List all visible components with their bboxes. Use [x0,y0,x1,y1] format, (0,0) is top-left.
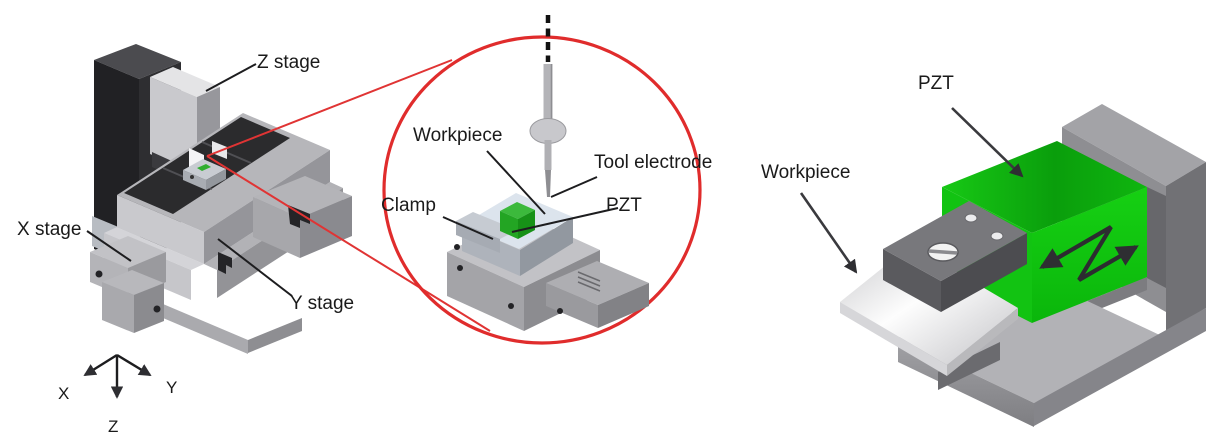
zoom-detail-view [206,15,702,345]
workpiece-leader-line [486,150,546,215]
tool-tip [545,170,551,197]
clamp-plate-side-face [941,233,1027,312]
clamp-leader-line [442,216,494,240]
coordinate-axes [83,353,152,399]
axis-x-label: X [58,384,70,403]
workpiece-detail-label: Workpiece [413,125,503,146]
vibration-arrow [1039,225,1139,282]
clamp-bar-front [456,221,500,253]
workpiece-label-arrow [799,192,858,274]
pzt-top-face [942,141,1147,233]
clamp-plate-top-face [883,201,1027,281]
workpiece-plate-front-edge [840,302,947,376]
fixture-vent-line [577,276,601,287]
fixture-step-front [546,283,598,328]
bracket-recess-right-strip [1147,187,1166,288]
zoom-leader-line-bottom [206,155,491,332]
clamp-small-screw [990,231,1004,241]
x-slab-bracket [218,252,232,274]
fixture-screw-dot [557,308,563,314]
workpiece-plate-side-edge [947,308,1018,376]
fixture-step-top [546,261,649,305]
left-cube-top-face [102,270,164,295]
mini-fixture-side [206,169,226,190]
axis-y-label: Y [166,378,178,397]
plate-support [938,342,1000,390]
fixture-screw-dot [454,244,460,250]
fixture-base-front [447,252,524,331]
zoom-circle [382,35,702,345]
vibration-illustration [799,104,1206,427]
z-column-top-face [150,67,220,97]
pzt-block-top [500,202,535,219]
fixture-step-side [598,283,649,328]
fixture-vent-line [577,271,601,282]
z-column-front-face [150,77,197,174]
mini-fixture-front [183,170,206,190]
clamp-label: Clamp [381,195,436,216]
tool-electrode-leader-line [550,176,598,198]
left-cube-front-face [102,282,134,333]
pedestal-right-face [248,318,302,353]
workpiece-vibration-label: Workpiece [761,162,851,183]
upper-block-side [520,217,573,276]
right-block-top-face [253,176,352,218]
pzt-detail-label: PZT [606,195,642,216]
fixture-screw-dot [508,303,514,309]
clamp-bar-top [456,212,517,239]
right-block-side-face [300,196,352,258]
y-stage-label: Y stage [290,293,355,314]
z-stage-label: Z stage [257,52,321,73]
tool-shaft-upper [543,64,553,124]
axis-x-arrow [83,353,118,377]
axis-y-arrow [116,353,152,377]
table-front-left-face [117,195,204,264]
tool-collar [529,118,567,144]
pzt-block-side [518,210,535,239]
mini-fixture-dot [190,175,194,179]
clamp-plate-front-face [883,249,941,312]
mini-pzt-green [197,164,211,171]
x-stage-label: X stage [17,219,82,240]
table-white-bracket [212,141,227,159]
bracket-wall-top-face [1062,104,1206,186]
left-cube-side-face [134,283,164,333]
tool-shaft-lower [544,140,552,170]
fixture-vent-line [577,281,601,292]
fixture-screw-dot [457,265,463,271]
dark-column-top-face [94,44,181,79]
pzt-leader-line [511,207,619,233]
right-block-front-face [253,197,300,258]
bracket-base-side-face [1034,308,1206,426]
pzt-label-arrow [951,107,1024,178]
screw-dot [95,270,103,278]
right-block-bracket [288,205,310,228]
clamp-small-screw [964,213,978,223]
x-stage-leader-line [86,230,132,262]
screw-dot [153,305,161,313]
clamp-screw-slot [928,249,958,255]
bracket-wall-side-face [1166,162,1206,332]
z-stage-leader-line [205,63,257,92]
axis-z-label: Z [108,417,119,436]
zoom-leader-line-top [206,59,453,157]
machine-illustration [83,44,352,399]
pzt-vibration-label: PZT [918,73,954,94]
y-stage-leader-line [217,238,293,297]
tool-electrode-label: Tool electrode [594,152,713,173]
